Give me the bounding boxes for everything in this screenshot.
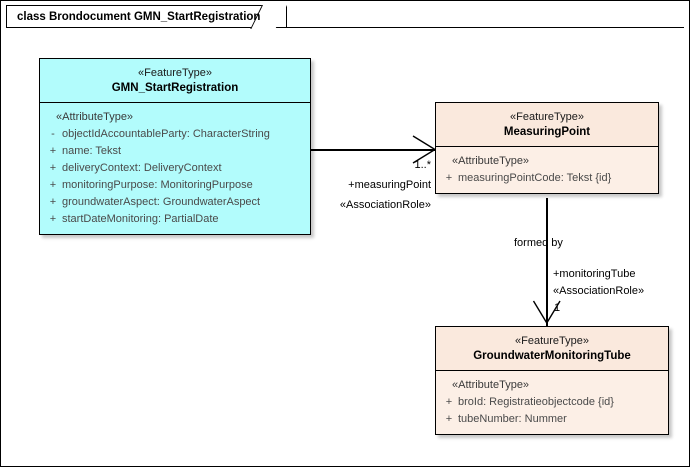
attribute-signature: startDateMonitoring: PartialDate bbox=[62, 213, 219, 225]
class-name: GMN_StartRegistration bbox=[111, 82, 239, 94]
attribute-row: + measuringPointCode: Tekst {id} bbox=[440, 170, 654, 187]
uml-class-gmn-start-registration[interactable]: «FeatureType» GMN_StartRegistration «Att… bbox=[39, 58, 311, 235]
association-stereotype-monitoringtube: «AssociationRole» bbox=[553, 285, 645, 297]
association-multiplicity-one: 1 bbox=[554, 302, 561, 314]
attribute-row: + deliveryContext: DeliveryContext bbox=[44, 160, 306, 177]
attribute-signature: deliveryContext: DeliveryContext bbox=[62, 162, 222, 174]
attribute-visibility: + bbox=[445, 172, 453, 184]
association-role-monitoringtube: +monitoringTube bbox=[553, 268, 636, 280]
attribute-row: + groundwaterAspect: GroundwaterAspect bbox=[44, 194, 306, 211]
class-stereotype: «FeatureType» bbox=[138, 67, 212, 79]
attribute-signature: tubeNumber: Nummer bbox=[458, 413, 567, 425]
attribute-visibility: + bbox=[445, 413, 453, 425]
attribute-stereotype: «AttributeType» bbox=[452, 379, 530, 391]
uml-class-groundwater-monitoring-tube[interactable]: «FeatureType» GroundwaterMonitoringTube … bbox=[435, 326, 669, 435]
class-header-measuring-point: «FeatureType» MeasuringPoint bbox=[436, 103, 658, 147]
attribute-row: + startDateMonitoring: PartialDate bbox=[44, 211, 306, 228]
diagram-title-tab: class Brondocument GMN_StartRegistration bbox=[6, 5, 288, 29]
attribute-row: + name: Tekst bbox=[44, 143, 306, 160]
uml-class-measuring-point[interactable]: «FeatureType» MeasuringPoint «AttributeT… bbox=[435, 102, 659, 194]
attribute-signature: monitoringPurpose: MonitoringPurpose bbox=[62, 179, 253, 191]
class-attributes-groundwater-monitoring-tube: «AttributeType» + broId: Registratieobje… bbox=[436, 371, 668, 434]
attribute-signature: groundwaterAspect: GroundwaterAspect bbox=[62, 196, 261, 208]
class-attributes-gmn-start-registration: «AttributeType» - objectIdAccountablePar… bbox=[40, 103, 310, 234]
attribute-visibility: + bbox=[49, 179, 57, 191]
attribute-row: - objectIdAccountableParty: CharacterStr… bbox=[44, 126, 306, 143]
association-arrowhead-tube bbox=[532, 300, 561, 325]
class-header-gmn-start-registration: «FeatureType» GMN_StartRegistration bbox=[40, 59, 310, 103]
association-role-measuringpoint: +measuringPoint bbox=[348, 179, 431, 191]
attribute-signature: measuringPointCode: Tekst {id} bbox=[458, 172, 612, 184]
attribute-signature: broId: Registratieobjectcode {id} bbox=[458, 396, 614, 408]
class-header-groundwater-monitoring-tube: «FeatureType» GroundwaterMonitoringTube bbox=[436, 327, 668, 371]
association-multiplicity-1-to-many: 1..* bbox=[414, 159, 431, 171]
attribute-visibility: - bbox=[51, 128, 55, 140]
diagram-title: class Brondocument GMN_StartRegistration bbox=[17, 10, 261, 23]
association-line-measuringpoint-tube bbox=[546, 198, 548, 326]
attribute-visibility: + bbox=[49, 213, 57, 225]
attribute-visibility: + bbox=[49, 145, 57, 157]
attribute-row: + broId: Registratieobjectcode {id} bbox=[440, 394, 664, 411]
attribute-visibility: + bbox=[49, 162, 57, 174]
class-stereotype: «FeatureType» bbox=[515, 335, 589, 347]
association-stereotype-measuringpoint: «AssociationRole» bbox=[339, 199, 431, 211]
attribute-signature: objectIdAccountableParty: CharacterStrin… bbox=[62, 128, 270, 140]
attribute-row: + monitoringPurpose: MonitoringPurpose bbox=[44, 177, 306, 194]
attribute-visibility: + bbox=[445, 396, 453, 408]
class-name: MeasuringPoint bbox=[503, 126, 591, 138]
class-attributes-measuring-point: «AttributeType» + measuringPointCode: Te… bbox=[436, 147, 658, 193]
attribute-stereotype: «AttributeType» bbox=[452, 155, 530, 167]
class-name: GroundwaterMonitoringTube bbox=[473, 350, 631, 362]
attribute-row: + tubeNumber: Nummer bbox=[440, 411, 664, 428]
association-line-gmn-measuringpoint bbox=[311, 149, 435, 151]
attribute-signature: name: Tekst bbox=[62, 145, 122, 157]
title-separator bbox=[6, 27, 684, 28]
association-name-formed-by: formed by bbox=[514, 237, 563, 249]
attribute-stereotype: «AttributeType» bbox=[56, 111, 134, 123]
attribute-visibility: + bbox=[49, 196, 57, 208]
class-stereotype: «FeatureType» bbox=[510, 111, 584, 123]
